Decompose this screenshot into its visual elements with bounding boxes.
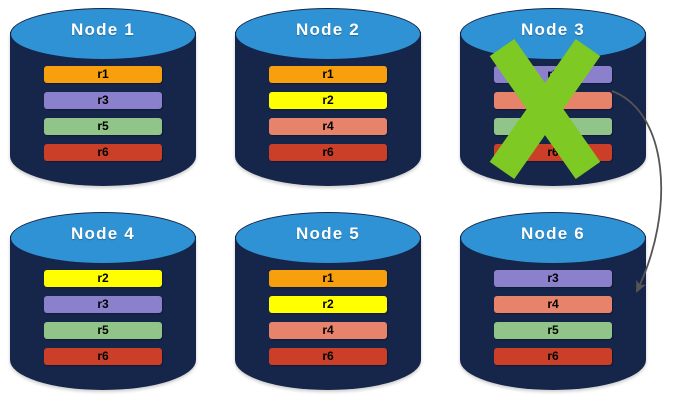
replica-row[interactable]: r6 — [494, 144, 612, 161]
replica-row[interactable]: r6 — [269, 348, 387, 365]
replica-row[interactable]: r4 — [494, 296, 612, 313]
cylinder-top-icon — [460, 212, 646, 264]
replica-row[interactable]: r6 — [494, 348, 612, 365]
replica-row[interactable]: r4 — [494, 92, 612, 109]
replica-row[interactable]: r6 — [44, 348, 162, 365]
replica-row[interactable]: r4 — [269, 118, 387, 135]
cylinder-top-icon — [10, 212, 196, 264]
replica-row[interactable]: r3 — [44, 92, 162, 109]
replica-row[interactable]: r3 — [44, 296, 162, 313]
replica-row[interactable]: r2 — [44, 270, 162, 287]
replica-row-list: r1 r2 r4 r6 — [269, 270, 387, 365]
replica-row-list: r1 r3 r5 r6 — [44, 66, 162, 161]
replica-row[interactable]: r1 — [269, 66, 387, 83]
replica-row[interactable]: r3 — [494, 270, 612, 287]
replica-row[interactable]: r6 — [44, 144, 162, 161]
replica-row[interactable]: r1 — [44, 66, 162, 83]
replica-row[interactable]: r2 — [269, 296, 387, 313]
replica-row[interactable]: r6 — [269, 144, 387, 161]
cylinder-top-icon — [10, 8, 196, 60]
replica-row[interactable]: r5 — [494, 322, 612, 339]
replica-row[interactable]: r2 — [269, 92, 387, 109]
replica-row[interactable]: r4 — [269, 322, 387, 339]
replica-row[interactable]: r5 — [44, 322, 162, 339]
replica-row[interactable]: r1 — [269, 270, 387, 287]
replica-row[interactable]: r5 — [44, 118, 162, 135]
replica-row-list: r1 r2 r4 r6 — [269, 66, 387, 161]
replica-row-list: r3 r4 r5 r6 — [494, 270, 612, 365]
replica-row-list: r2 r3 r5 r6 — [44, 270, 162, 365]
cylinder-top-icon — [235, 212, 421, 264]
cylinder-top-icon — [460, 8, 646, 60]
replica-row-list: r3 r4 r5 r6 — [494, 66, 612, 161]
replica-row[interactable]: r3 — [494, 66, 612, 83]
cylinder-top-icon — [235, 8, 421, 60]
replica-row[interactable]: r5 — [494, 118, 612, 135]
